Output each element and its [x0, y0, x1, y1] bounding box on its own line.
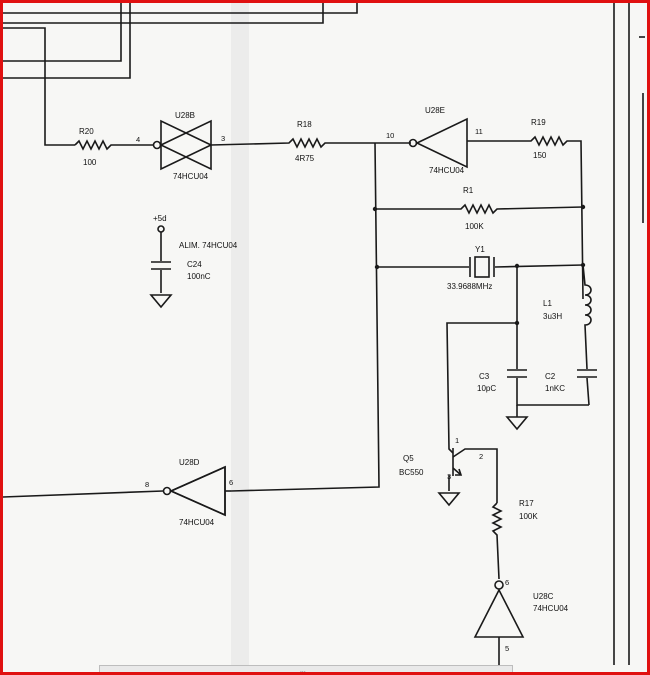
q5-pin-b: 2 — [479, 452, 483, 461]
c2-ref: C2 — [545, 372, 556, 381]
c3-ref: C3 — [479, 372, 490, 381]
r1-value: 100K — [465, 222, 484, 231]
c2-value: 1nKC — [545, 384, 565, 393]
y1-value: 33.9688MHz — [447, 282, 492, 291]
u28e-ref: U28E — [425, 106, 445, 115]
capacitor-c24: +5d ALIM. 74HCU04 C24 100nC — [149, 214, 238, 309]
c24-ref: C24 — [187, 260, 202, 269]
schematic-canvas: R20 100 4 U28B 74HCU04 3 R18 4R75 10 U28… — [3, 3, 645, 672]
supply-net: +5d — [153, 214, 167, 223]
capacitor-c2: C2 1nKC — [545, 369, 597, 406]
r19-value: 150 — [533, 151, 547, 160]
r20-value: 100 — [83, 158, 97, 167]
q5-ref: Q5 — [403, 454, 414, 463]
right-border-lines — [613, 3, 645, 665]
q5-value: BC550 — [399, 468, 424, 477]
r20-ref: R20 — [79, 127, 94, 136]
resistor-r20: R20 100 4 — [74, 127, 153, 167]
scrollbar-grip[interactable]: ... — [300, 667, 306, 674]
c3-value: 10pC — [477, 384, 496, 393]
u28c-part: 74HCU04 — [533, 604, 569, 613]
u28e-pin-out: 11 — [475, 127, 483, 136]
resistor-r19: R19 150 — [467, 118, 584, 300]
horizontal-scrollbar[interactable]: ... — [99, 665, 513, 674]
u28e-part: 74HCU04 — [429, 166, 465, 175]
scan-streak — [231, 3, 249, 672]
u28b-part: 74HCU04 — [173, 172, 209, 181]
resistor-r1: R1 100K — [372, 186, 586, 231]
inverter-u28c: 6 5 U28C 74HCU04 — [473, 578, 569, 665]
u28b-pin-out: 3 — [221, 134, 225, 143]
u28c-pin-in: 6 — [505, 578, 509, 587]
r17-ref: R17 — [519, 499, 534, 508]
feedback-wire — [230, 142, 380, 492]
u28d-pin-out: 6 — [229, 478, 233, 487]
inductor-l1: L1 3u3H — [543, 264, 592, 370]
crystal-y1: Y1 33.9688MHz — [374, 245, 586, 291]
r18-value: 4R75 — [295, 154, 315, 163]
r1-ref: R1 — [463, 186, 474, 195]
supply-note: ALIM. 74HCU04 — [179, 241, 238, 250]
r19-ref: R19 — [531, 118, 546, 127]
y1-ref: Y1 — [475, 245, 485, 254]
resistor-r18: R18 4R75 10 — [210, 120, 411, 163]
u28d-pin-in: 8 — [145, 480, 149, 489]
ground-c3-c2 — [505, 405, 529, 431]
inverter-u28d: U28D 74HCU04 6 8 — [3, 458, 233, 527]
inverter-u28b: U28B 74HCU04 3 — [152, 111, 225, 181]
top-left-wires — [3, 3, 358, 146]
q5-pin-e: 3 — [447, 472, 451, 481]
q5-pin-c: 1 — [455, 436, 459, 445]
l1-value: 3u3H — [543, 312, 562, 321]
transistor-q5: Q5 BC550 1 2 3 — [399, 320, 520, 507]
r17-value: 100K — [519, 512, 538, 521]
inverter-u28e: U28E 74HCU04 11 — [408, 106, 483, 175]
c24-value: 100nC — [187, 272, 211, 281]
u28b-ref: U28B — [175, 111, 195, 120]
u28e-pin-in: 10 — [386, 131, 394, 140]
l1-ref: L1 — [543, 299, 552, 308]
resistor-r17: R17 100K — [491, 499, 538, 580]
u28d-part: 74HCU04 — [179, 518, 215, 527]
r18-ref: R18 — [297, 120, 312, 129]
u28c-pin-out: 5 — [505, 644, 509, 653]
u28b-pin-in: 4 — [136, 135, 140, 144]
capacitor-c3: C3 10pC — [477, 266, 589, 406]
u28d-ref: U28D — [179, 458, 200, 467]
u28c-ref: U28C — [533, 592, 554, 601]
